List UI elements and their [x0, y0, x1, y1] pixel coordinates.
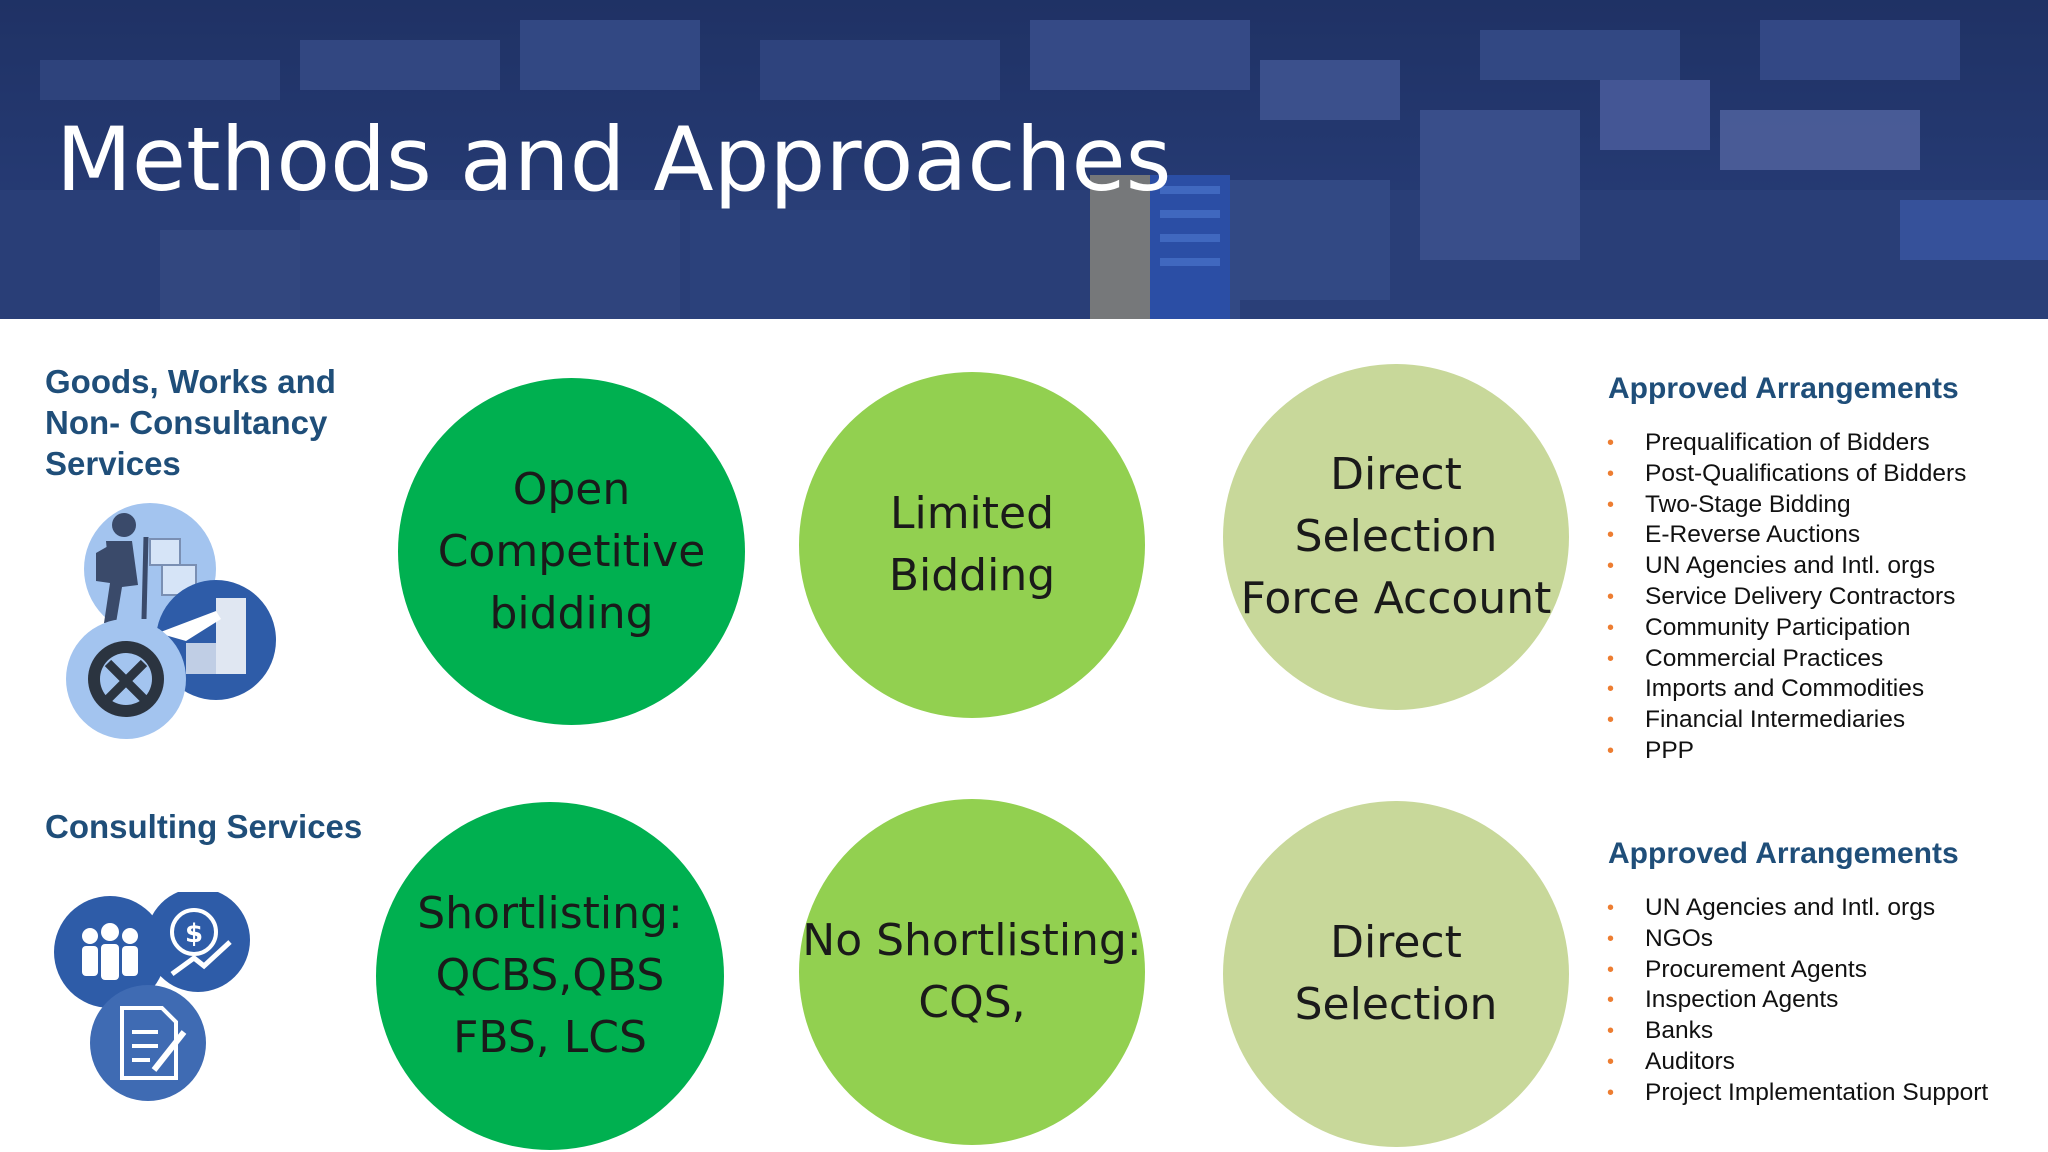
list-item: •PPP: [1607, 736, 1695, 764]
city-background-image: [0, 20, 2048, 319]
consulting-arrangements-list: •UN Agencies and Intl. orgs •NGOs •Procu…: [1607, 893, 1988, 1109]
goods-icon-cluster: [66, 503, 276, 739]
list-item: •Community Participation: [1607, 613, 1911, 641]
list-item: •Service Delivery Contractors: [1607, 582, 1956, 610]
list-item: •Inspection Agents: [1607, 986, 1839, 1014]
list-item: •E-Reverse Auctions: [1607, 521, 1861, 549]
goods-section-heading: Goods, Works and Non- Consultancy Servic…: [45, 363, 336, 482]
airplane-building-icon: [156, 580, 276, 700]
list-item: •Prequalification of Bidders: [1607, 429, 1930, 456]
money-growth-icon: $: [146, 892, 250, 992]
list-item: •UN Agencies and Intl. orgs: [1607, 894, 1936, 921]
consulting-icon-cluster: $: [54, 892, 250, 1101]
list-item: •Commercial Practices: [1607, 644, 1884, 672]
direct-selection-force-account-circle: Direct Selection Force Account: [1223, 364, 1569, 710]
gear-tools-icon: [66, 619, 186, 739]
open-competitive-bidding-circle: Open Competitive bidding: [398, 378, 745, 725]
list-item: •Imports and Commodities: [1607, 675, 1925, 703]
list-item: •Project Implementation Support: [1607, 1078, 1989, 1106]
goods-arrangements-list: •Prequalification of Bidders •Post-Quali…: [1607, 428, 1966, 767]
document-edit-icon: [90, 985, 206, 1101]
slide-title: Methods and Approaches: [56, 108, 1172, 211]
header-banner: Methods and Approaches: [0, 0, 2048, 319]
direct-selection-circle: Direct Selection: [1223, 801, 1569, 1147]
list-item: •Two-Stage Bidding: [1607, 490, 1851, 518]
list-item: •Procurement Agents: [1607, 955, 1867, 983]
people-group-icon: [54, 896, 166, 1008]
consulting-section-heading: Consulting Services: [45, 808, 363, 845]
list-item: •UN Agencies and Intl. orgs: [1607, 552, 1936, 580]
no-shortlisting-circle: No Shortlisting: CQS,: [799, 799, 1145, 1145]
list-item: •Banks: [1607, 1017, 1714, 1045]
list-item: •Post-Qualifications of Bidders: [1607, 459, 1967, 487]
list-item: •Financial Intermediaries: [1607, 706, 1906, 734]
svg-text:$: $: [185, 919, 203, 949]
consulting-arrangements-heading: Approved Arrangements: [1608, 837, 1959, 870]
goods-arrangements-heading: Approved Arrangements: [1608, 372, 1959, 405]
list-item: •Auditors: [1607, 1047, 1735, 1075]
limited-bidding-circle: Limited Bidding: [799, 372, 1145, 718]
shortlisting-circle: Shortlisting: QCBS,QBS FBS, LCS: [376, 802, 724, 1150]
list-item: •NGOs: [1607, 924, 1714, 952]
